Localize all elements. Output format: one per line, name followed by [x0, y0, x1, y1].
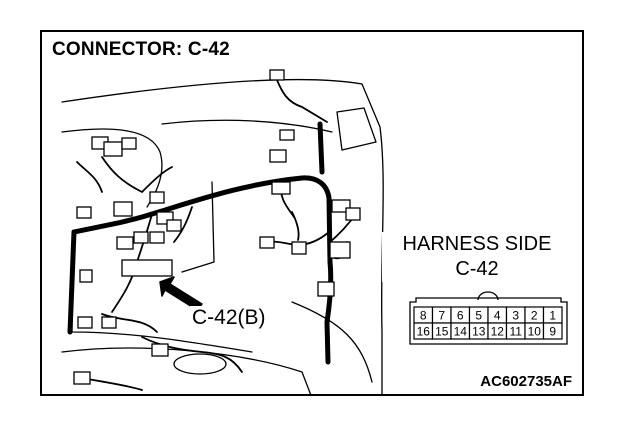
pin-number: 10	[528, 325, 542, 339]
harness-upper-branch	[317, 121, 325, 175]
connector-block	[329, 241, 351, 259]
pin-number: 4	[494, 309, 501, 323]
pin-number: 7	[438, 309, 445, 323]
pin-number: 8	[420, 309, 427, 323]
pin-number: 12	[491, 325, 505, 339]
connector-block	[76, 206, 92, 219]
connector-block	[101, 316, 117, 329]
connector-block	[73, 371, 91, 385]
connector-block	[77, 316, 93, 329]
branch-wire	[173, 206, 193, 243]
connector-block	[271, 181, 291, 195]
pin-number: 5	[475, 309, 482, 323]
branch-wire	[276, 79, 328, 123]
connector-block	[103, 141, 123, 157]
connector-block	[345, 207, 361, 221]
connector-block	[291, 241, 307, 255]
pin-number: 9	[549, 325, 556, 339]
connector-block	[166, 219, 182, 232]
harness-side-label: HARNESS SIDE C-42	[382, 232, 572, 282]
connector-block	[113, 201, 133, 217]
branch-wire	[101, 156, 173, 194]
connector-block	[269, 149, 287, 163]
console-outline	[291, 301, 373, 383]
pin-number: 16	[417, 325, 431, 339]
floor-hole	[173, 353, 227, 375]
connector-block	[133, 231, 149, 244]
connector-callout-label: C-42(B)	[190, 306, 268, 330]
connector-block	[259, 236, 275, 249]
connector-block	[317, 281, 335, 297]
pin-number: 14	[454, 325, 468, 339]
connector-block	[149, 191, 165, 204]
dash-outline	[61, 128, 163, 208]
illustration-code: AC602735AF	[478, 373, 574, 390]
connector-block	[149, 231, 165, 244]
vent-outline	[336, 107, 377, 151]
pin-number: 15	[435, 325, 449, 339]
harness-side-connector-id: C-42	[455, 258, 499, 280]
harness-side-caption: HARNESS SIDE	[402, 233, 552, 255]
pin-number: 6	[457, 309, 464, 323]
connector-block	[116, 236, 134, 250]
connector-block	[121, 137, 137, 150]
pin-number: 13	[472, 325, 486, 339]
harness-left-branch	[67, 229, 77, 335]
connector-block	[279, 129, 295, 141]
dash-top-line	[161, 119, 333, 133]
connector-block	[151, 343, 169, 357]
connector-block	[269, 69, 285, 81]
connector-c42b	[121, 259, 173, 277]
pin-number: 1	[549, 309, 556, 323]
harness-trunk	[71, 175, 334, 365]
bracket-outline	[181, 181, 215, 273]
branch-wire	[76, 161, 103, 193]
pin-number: 2	[531, 309, 538, 323]
connector-block	[79, 269, 93, 283]
lower-panel-outline	[71, 271, 253, 353]
pin-cell	[542, 322, 563, 340]
branch-wire	[291, 211, 300, 241]
branch-wire	[101, 313, 158, 333]
pin-number: 11	[510, 325, 523, 339]
pin-number: 3	[512, 309, 519, 323]
connector-title: CONNECTOR: C-42	[50, 39, 234, 61]
